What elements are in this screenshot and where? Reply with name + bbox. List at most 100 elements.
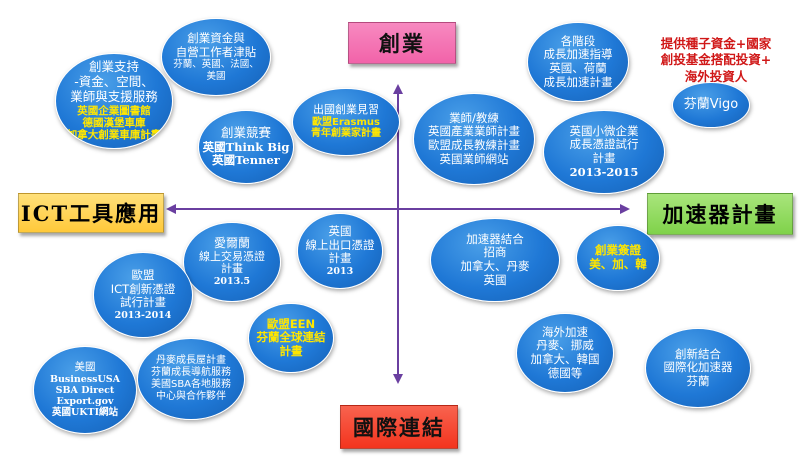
bubble-line: 2013.5 xyxy=(213,276,251,288)
bubble-line: 成長憑證試行 xyxy=(569,137,639,152)
bubble-line: 英國、荷蘭 xyxy=(549,61,607,75)
bubble-line: 英國Think Big xyxy=(202,139,290,154)
bubble-line: Export.gov xyxy=(56,396,114,408)
axis-label-top-startup: 創業 xyxy=(348,22,456,64)
bubble-line: 歐盟成長教練計畫 xyxy=(428,138,520,152)
bubble-line: 美、加、韓 xyxy=(589,257,647,271)
bubble-line: ICT創新憑證 xyxy=(110,281,176,296)
bubble-line: 試行計畫 xyxy=(119,295,166,310)
bubble-text: 加速器結合招商加拿大、丹麥英國 xyxy=(460,231,530,287)
initiative-bubble-b16: 創新結合國際化加速器芬蘭 xyxy=(645,328,751,408)
bubble-line: 歐盟Erasmus xyxy=(312,116,380,128)
axis-label-bottom-international: 國際連結 xyxy=(340,405,458,449)
bubble-text: 海外加速丹麥、挪威加拿大、韓國德國等 xyxy=(530,325,600,380)
bubble-line: 英國UKTI網站 xyxy=(51,407,119,419)
bubble-line: 芬蘭 xyxy=(686,373,710,388)
bubble-line: BusinessUSA xyxy=(49,373,121,385)
bubble-line: 加速器結合 xyxy=(466,231,524,246)
bubble-line: 國際化加速器 xyxy=(663,360,733,375)
bubble-text: 丹麥成長屋計畫芬蘭成長導航服務美國SBA各地服務中心與合作夥伴 xyxy=(151,355,231,402)
bubble-text: 業師/教練英國產業業師計畫歐盟成長教練計畫英國業師網站 xyxy=(428,110,520,166)
bubble-line: 業師與支援服務 xyxy=(70,88,158,104)
bubble-line: 芬蘭、英國、法國、 xyxy=(173,59,259,71)
bubble-line: -資金、空間、 xyxy=(74,74,154,90)
bubble-text: 創業支持-資金、空間、業師與支援服務英國企業圖書館德國漢堡車庫加拿大創業車庫計畫 xyxy=(66,59,162,142)
bubble-text: 創新結合國際化加速器芬蘭 xyxy=(663,346,733,389)
bubble-line: 計畫 xyxy=(592,151,616,165)
initiative-bubble-b2: 創業資金與自營工作者津貼芬蘭、英國、法國、美國 xyxy=(161,18,271,96)
bubble-line: 各階段 xyxy=(560,33,596,48)
bubble-line: 丹麥、挪威 xyxy=(536,338,594,353)
callout-line: 創投基金搭配投資+ xyxy=(660,52,772,68)
bubble-line: 計畫 xyxy=(328,251,352,266)
bubble-line: 英國 xyxy=(483,272,507,287)
bubble-line: 線上出口憑證 xyxy=(305,237,375,252)
initiative-bubble-b12: 創業簽證美、加、韓 xyxy=(576,225,660,291)
bubble-line: 愛爾蘭 xyxy=(213,236,250,251)
axis-label-right-accelerator: 加速器計畫 xyxy=(647,193,793,235)
bubble-line: 英國 xyxy=(328,224,352,239)
bubble-line: 加拿大、韓國 xyxy=(530,352,600,366)
bubble-line: 創業競賽 xyxy=(220,125,271,141)
bubble-line: 英國Tenner xyxy=(212,153,280,168)
bubble-line: 美國 xyxy=(206,70,226,82)
bubble-text: 創業簽證美、加、韓 xyxy=(589,244,647,271)
bubble-line: 自營工作者津貼 xyxy=(175,44,257,59)
bubble-line: SBA Direct xyxy=(55,384,115,396)
bubble-line: 2013-2014 xyxy=(114,309,172,321)
initiative-bubble-b4: 各階段成長加速指導英國、荷蘭成長加速計畫 xyxy=(527,22,629,102)
bubble-line: 線上交易憑證 xyxy=(199,249,265,263)
bubble-line: 加拿大、丹麥 xyxy=(460,259,530,273)
initiative-bubble-b7: 業師/教練英國產業業師計畫歐盟成長教練計畫英國業師網站 xyxy=(413,93,535,185)
bubble-line: 成長加速指導 xyxy=(543,47,613,62)
initiative-bubble-b5: 芬蘭Vigo xyxy=(672,82,750,128)
initiative-bubble-b18: 丹麥成長屋計畫芬蘭成長導航服務美國SBA各地服務中心與合作夥伴 xyxy=(137,338,245,420)
bubble-text: 芬蘭Vigo xyxy=(684,97,738,112)
bubble-line: 英國產業業師計畫 xyxy=(428,124,520,139)
bubble-line: 英國業師網站 xyxy=(439,151,509,166)
bubble-line: 計畫 xyxy=(279,343,303,358)
bubble-line: 丹麥成長屋計畫 xyxy=(156,355,226,367)
bubble-line: 2013-2015 xyxy=(569,164,639,179)
bubble-line: 出國創業見習 xyxy=(313,102,379,116)
axis-label-left-ict-tools: ICT工具應用 xyxy=(18,193,164,233)
initiative-bubble-b1: 創業支持-資金、空間、業師與支援服務英國企業圖書館德國漢堡車庫加拿大創業車庫計畫 xyxy=(55,53,173,149)
bubble-line: 創業支持 xyxy=(88,59,139,75)
seed-funding-callout: 提供種子資金+國家 創投基金搭配投資+ 海外投資人 xyxy=(640,36,792,85)
initiative-bubble-b15: 海外加速丹麥、挪威加拿大、韓國德國等 xyxy=(516,313,614,393)
bubble-line: 加拿大創業車庫計畫 xyxy=(66,129,162,142)
bubble-line: 歐盟 xyxy=(131,268,155,283)
bubble-line: 計畫 xyxy=(221,262,243,276)
callout-line: 海外投資人 xyxy=(684,68,748,84)
bubble-line: 創新結合 xyxy=(675,346,721,361)
bubble-line: 中心與合作夥伴 xyxy=(156,390,226,402)
bubble-line: 歐盟EEN xyxy=(266,316,316,331)
initiative-bubble-b11: 加速器結合招商加拿大、丹麥英國 xyxy=(430,218,560,302)
bubble-text: 各階段成長加速指導英國、荷蘭成長加速計畫 xyxy=(543,33,613,89)
bubble-line: 青年創業家計畫 xyxy=(311,128,381,140)
bubble-line: 德國等 xyxy=(547,365,583,380)
bubble-line: 英國企業圖書館 xyxy=(77,104,151,117)
bubble-line: 招商 xyxy=(483,245,507,260)
bubble-line: 芬蘭Vigo xyxy=(683,97,739,113)
bubble-line: 美國 xyxy=(74,361,96,374)
bubble-line: 業師/教練 xyxy=(449,110,499,125)
bubble-text: 創業資金與自營工作者津貼芬蘭、英國、法國、美國 xyxy=(173,32,259,82)
